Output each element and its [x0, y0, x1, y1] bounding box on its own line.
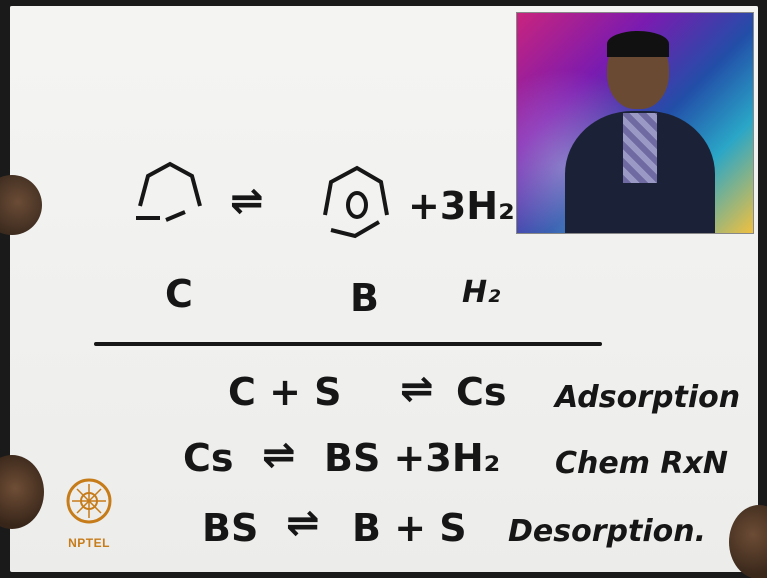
- mech-3-arrow: ⇌: [286, 500, 320, 546]
- equilibrium-arrow-1: ⇌: [230, 178, 264, 224]
- cyclohexane-structure: [136, 161, 202, 222]
- nptel-logo: NPTEL: [58, 476, 120, 550]
- mech-2-lhs: Cs: [183, 436, 234, 480]
- nptel-logo-text: NPTEL: [68, 536, 110, 550]
- mech-3-lhs: BS: [202, 506, 259, 550]
- presenter-shirt: [623, 113, 657, 183]
- mech-2-note: Chem RxN: [555, 446, 728, 481]
- mech-3-rhs: B + S: [352, 506, 467, 550]
- mech-1-rhs: Cs: [456, 370, 507, 414]
- presenter-hair: [607, 31, 669, 57]
- hydrogen-term: +3H₂: [408, 184, 515, 228]
- presenter: [565, 31, 715, 233]
- mech-1-note: Adsorption: [555, 380, 741, 415]
- label-H2: H₂: [462, 275, 501, 310]
- label-B: B: [350, 276, 379, 320]
- presenter-video-inset: [516, 12, 754, 234]
- mech-2-rhs: BS +3H₂: [324, 436, 501, 480]
- mech-2-arrow: ⇌: [262, 432, 296, 478]
- mech-3-note: Desorption.: [508, 514, 706, 549]
- right-hand-bottom: [729, 505, 767, 578]
- mech-1-arrow: ⇌: [400, 366, 434, 412]
- mech-1-lhs: C + S: [228, 370, 342, 414]
- label-C: C: [165, 272, 193, 316]
- nptel-emblem-icon: [66, 478, 112, 524]
- divider-line: [94, 342, 602, 346]
- benzene-structure: [323, 165, 389, 239]
